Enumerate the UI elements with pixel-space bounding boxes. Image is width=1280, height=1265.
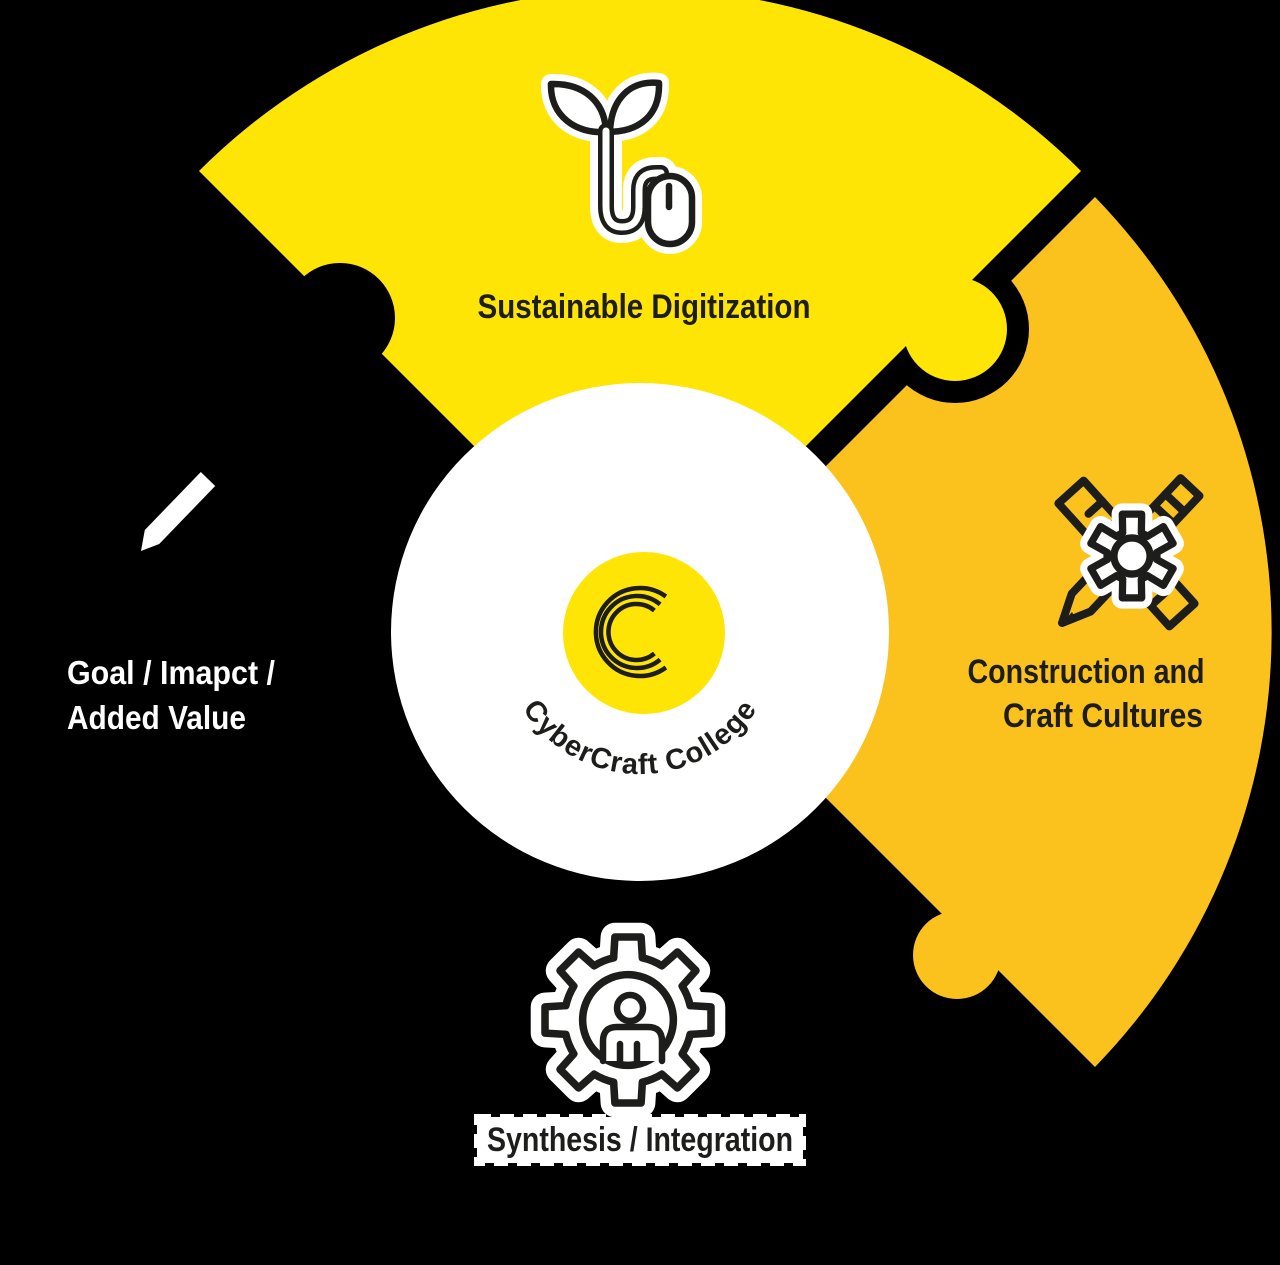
label-construction-line2: Craft Cultures <box>1003 697 1203 735</box>
logo-disc <box>563 552 725 714</box>
leaf-left <box>547 80 610 136</box>
pencil-icon <box>141 472 216 551</box>
label-sustainable-digitization: Sustainable Digitization <box>478 288 811 326</box>
label-band <box>474 1114 806 1166</box>
piece-right-wedge <box>660 197 1272 1067</box>
gear-icon-right <box>1091 514 1173 598</box>
gear-person-icon <box>545 937 711 1103</box>
piece-top-wedge <box>199 0 1081 612</box>
person-head <box>613 991 647 1025</box>
label-goal-line2: Added Value <box>67 699 246 736</box>
seedling-mouse-icon <box>541 72 702 254</box>
puzzle-piece-top <box>199 0 1081 612</box>
label-synthesis-integration: Synthesis / Integration <box>487 1121 793 1159</box>
gear-pencil-ruler-icon <box>1054 474 1204 631</box>
leaf-right <box>606 79 663 136</box>
logo-c: C <box>593 585 668 679</box>
logo-c-outer-arc <box>593 585 668 679</box>
piece-top-socket <box>285 263 395 373</box>
logo-c-middle-arc <box>598 593 662 671</box>
puzzle-piece-left: Goal / Imapct / Added Value <box>67 472 275 736</box>
piece-top-tab <box>903 277 1007 381</box>
label-construction-line1: Construction and <box>968 653 1205 691</box>
logo-c-inner-arc <box>606 601 656 663</box>
label-goal-line1: Goal / Imapct / <box>67 654 275 691</box>
puzzle-piece-bottom: Synthesis / Integration <box>474 937 806 1166</box>
center-hub: C CyberCraft College <box>391 383 889 881</box>
piece-right-tab <box>913 911 1001 999</box>
person-body <box>599 1023 666 1065</box>
